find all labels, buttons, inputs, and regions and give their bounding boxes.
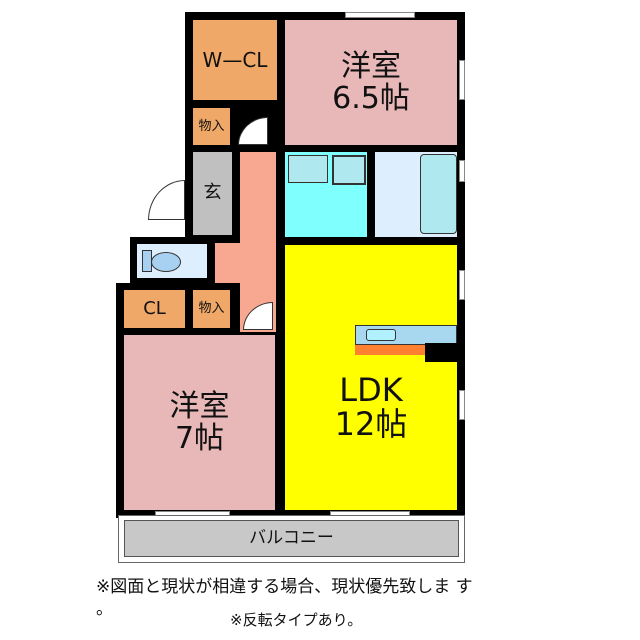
wall [425,343,457,362]
kitchen-counter-edge [355,345,425,355]
walk-in-closet: W—CL [193,20,277,100]
room-name: 洋室 [169,389,230,424]
window [345,12,415,18]
balcony: バルコニー [118,515,465,563]
bathtub-icon [420,154,457,234]
disclaimer-note: ※図面と現状が相違する場合、現状優先致しま す [96,577,473,597]
hallway [215,243,245,283]
western-room-1: 洋室 6.5帖 [285,20,457,145]
disclaimer-note-end: 。 [96,599,113,619]
walk-in-closet-label: W—CL [202,47,268,72]
storage-label: 物入 [198,301,225,317]
room-name: LDK [339,370,403,409]
closet: CL [124,290,185,328]
closet-label: CL [143,297,166,319]
room-size: 7帖 [174,420,225,456]
storage-top: 物入 [193,108,230,145]
washing-machine-icon [332,155,366,185]
front-door-icon [148,180,185,220]
toilet-room [137,244,207,278]
balcony-label: バルコニー [249,527,334,548]
reversed-type-note: ※反転タイプあり。 [230,611,363,629]
sink-icon [288,155,328,183]
entrance: 玄 [193,152,232,235]
entrance-label: 玄 [203,182,222,204]
bathroom [375,152,457,237]
storage-bottom: 物入 [193,290,230,328]
room-size: 12帖 [334,404,408,443]
window [459,390,465,420]
room-name: 洋室 [341,49,401,84]
balcony-floor: バルコニー [124,520,459,557]
ldk: LDK 12帖 [285,245,457,510]
toilet-icon [151,252,181,272]
kitchen-sink-icon [366,329,396,341]
window [459,160,465,182]
storage-label: 物入 [198,118,225,134]
western-room-2: 洋室 7帖 [124,335,275,510]
window [459,60,465,100]
window [459,270,465,300]
washroom [285,152,367,237]
room-size: 6.5帖 [332,80,410,116]
kitchen-counter [355,325,457,345]
